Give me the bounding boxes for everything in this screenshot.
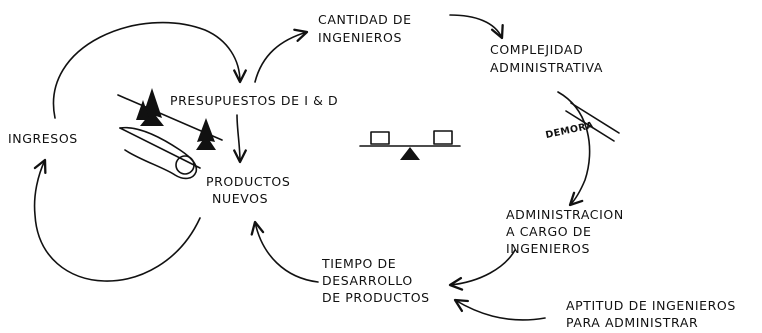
label-tiempo-line1: TIEMPO DE [321, 256, 396, 271]
arrow-aptitud-to-tiempo [453, 298, 546, 321]
label-productos-line1: PRODUCTOS [206, 174, 290, 189]
label-tiempo-line3: DE PRODUCTOS [322, 290, 430, 305]
arrow-tiempo-to-productos [250, 220, 319, 283]
snowball-rolling-downhill-icon [117, 88, 223, 180]
label-administracion-line3: INGENIEROS [506, 241, 590, 256]
label-productos-line2: NUEVOS [212, 191, 268, 206]
label-aptitud-line1: APTITUD DE INGENIEROS [566, 298, 736, 313]
arrow-ingresos-to-presupuestos [52, 21, 247, 119]
arrow-presupuestos-to-cantidad [254, 28, 309, 83]
label-complejidad-line1: COMPLEJIDAD [490, 42, 583, 57]
label-cantidad-line2: INGENIEROS [318, 30, 402, 45]
label-complejidad-line2: ADMINISTRATIVA [490, 60, 603, 75]
arrow-presupuestos-to-productos [233, 114, 247, 164]
label-ingresos: INGRESOS [8, 131, 78, 146]
label-aptitud-line2: PARA ADMINISTRAR [566, 315, 698, 330]
delay-marker: DEMORA [545, 102, 620, 142]
label-cantidad-line1: CANTIDAD DE [318, 12, 412, 27]
label-administracion-line2: A CARGO DE [506, 224, 592, 239]
arrow-complejidad-to-administracion [557, 91, 591, 207]
label-tiempo-line2: DESARROLLO [322, 273, 413, 288]
delay-label: DEMORA [545, 120, 595, 141]
balance-seesaw-icon [359, 130, 461, 160]
arrow-productos-to-ingresos [33, 158, 201, 282]
label-administracion-line1: ADMINISTRACION [506, 207, 624, 222]
label-presupuestos: PRESUPUESTOS DE I & D [170, 93, 338, 108]
arrow-administracion-to-tiempo [448, 249, 516, 291]
arrow-cantidad-to-complejidad [449, 14, 504, 40]
